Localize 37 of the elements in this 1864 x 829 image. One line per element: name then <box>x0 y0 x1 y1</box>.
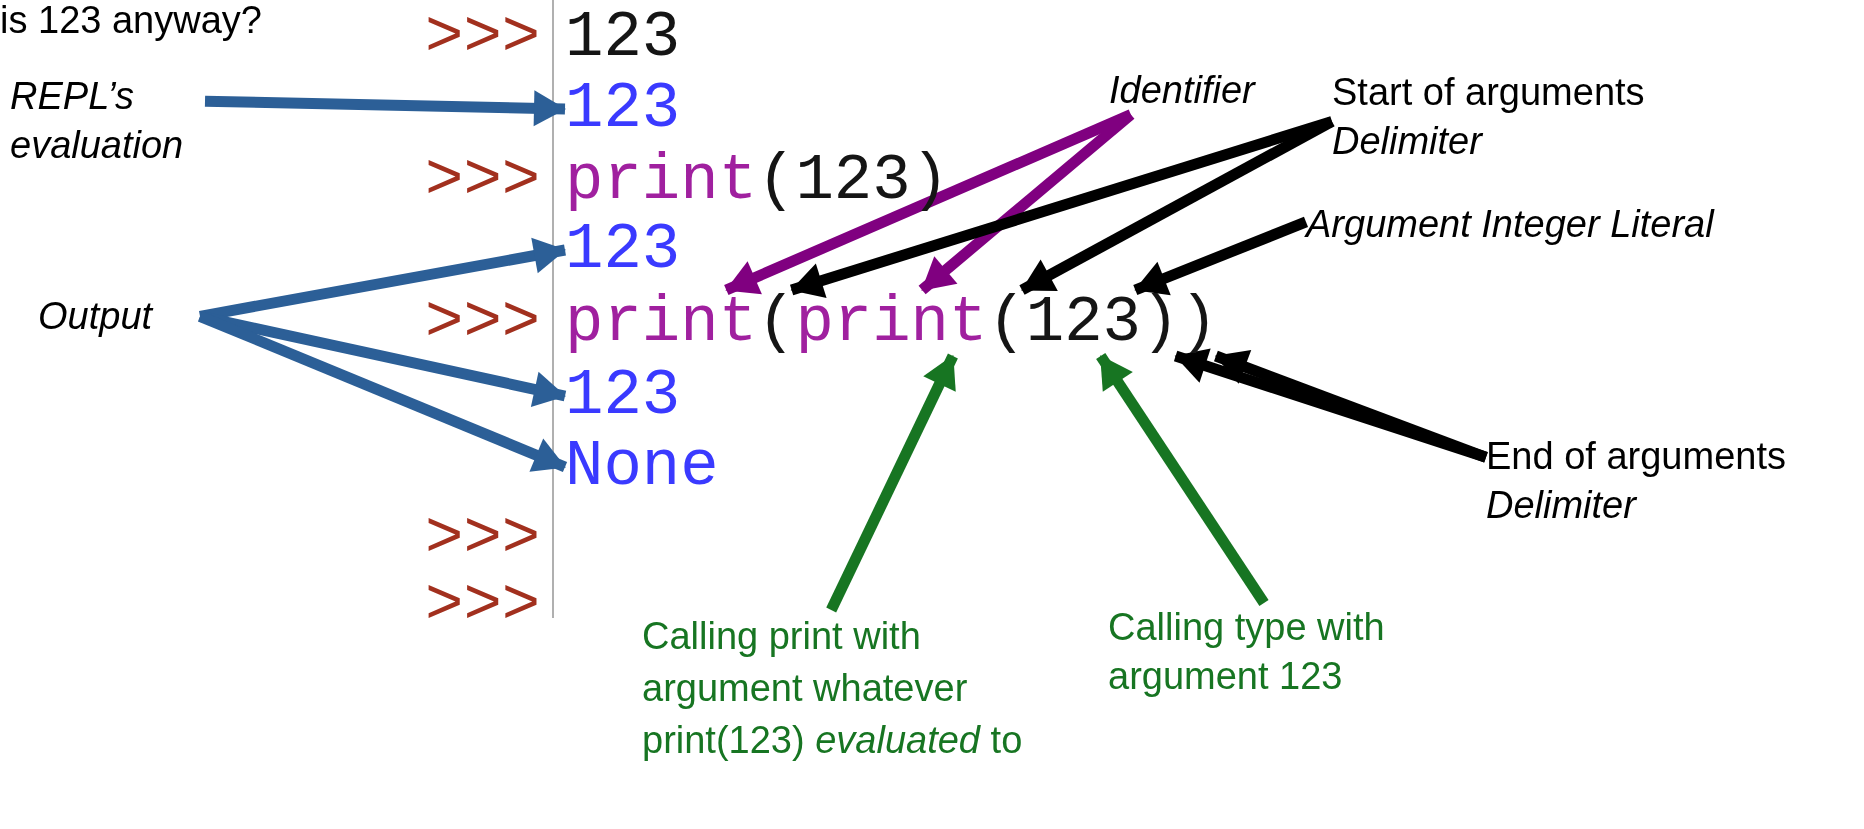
annotation-label: REPL’s evaluation <box>10 74 185 168</box>
code-token: print <box>565 290 758 356</box>
repl-prompt: >>> <box>425 5 541 71</box>
code-text: (123) <box>757 148 950 214</box>
code-token: 123 <box>565 363 681 429</box>
question-text: is 123 anyway? <box>0 0 262 43</box>
annotation-label: Delimiter <box>1486 482 1638 528</box>
annotation-label: Output <box>38 294 155 339</box>
code-token: ( <box>757 290 796 356</box>
arrow <box>789 116 1334 298</box>
annotation-label: Calling type with argument 123 <box>1108 605 1386 699</box>
code-token: 123 <box>565 76 681 142</box>
code-token: 123 <box>565 217 681 283</box>
annotation-label: Argument Integer Literal <box>1306 202 1714 247</box>
repl-prompt: >>> <box>425 148 541 214</box>
code-token: print <box>795 290 988 356</box>
code-token: 123 <box>1025 290 1141 356</box>
code-token: None <box>565 434 719 500</box>
annotation-label: End of arguments <box>1486 434 1786 479</box>
arrow <box>826 353 958 613</box>
annotation-label: Calling print with argument whatever print(123) evaluated to <box>642 614 1024 763</box>
code-token: ( <box>987 290 1026 356</box>
arrow <box>1019 116 1335 295</box>
repl-prompt: >>> <box>425 290 541 356</box>
annotation-label: Identifier <box>1109 68 1255 113</box>
arrow <box>918 110 1135 295</box>
repl-prompt: >>> <box>425 573 541 639</box>
code-text: 123 <box>565 5 681 71</box>
arrow <box>204 90 566 127</box>
arrow <box>1096 352 1269 607</box>
code-token: ) <box>1141 290 1180 356</box>
arrow <box>1133 216 1309 296</box>
annotation-label: Delimiter <box>1332 118 1484 164</box>
repl-prompt: >>> <box>425 506 541 572</box>
code-text: print <box>565 148 758 214</box>
annotation-label: Start of arguments <box>1332 70 1645 115</box>
code-token: ) <box>1179 290 1218 356</box>
